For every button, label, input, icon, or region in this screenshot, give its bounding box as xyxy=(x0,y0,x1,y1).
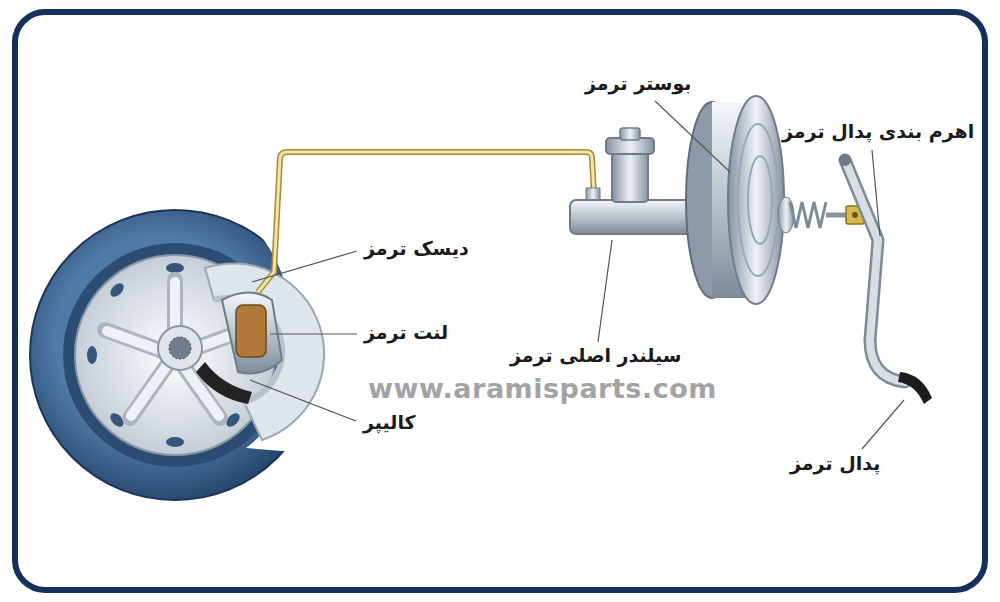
part-label: سیلندر اصلی ترمز xyxy=(510,344,681,367)
part-label: کالیپر xyxy=(363,411,416,434)
brake-line xyxy=(258,152,594,292)
watermark: www.aramisparts.com xyxy=(368,374,717,404)
master-cylinder xyxy=(570,128,694,234)
part-label: اهرم بندی پدال ترمز xyxy=(782,120,974,143)
part-label: دیسک ترمز xyxy=(364,237,469,260)
brake-pad xyxy=(236,305,266,357)
part-label: بوستر ترمز xyxy=(585,72,691,95)
part-label: پدال ترمز xyxy=(790,452,880,475)
leader-lines xyxy=(250,101,904,449)
brake-disc xyxy=(205,263,324,440)
part-label: لنت ترمز xyxy=(364,321,448,344)
frame xyxy=(15,12,985,590)
brake-pedal xyxy=(839,154,932,404)
